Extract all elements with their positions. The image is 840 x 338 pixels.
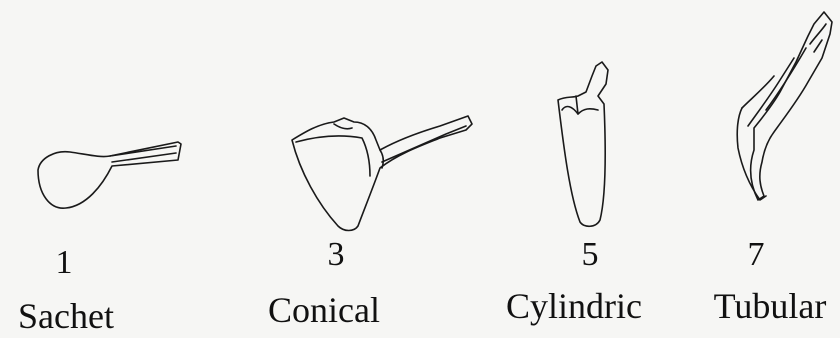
item-number-tubular: 7 (748, 238, 765, 272)
item-label-sachet: Sachet (18, 298, 114, 334)
item-number-sachet: 1 (56, 246, 73, 280)
tubular-shape-icon (737, 12, 832, 200)
item-label-conical: Conical (268, 292, 380, 328)
sachet-shape-icon (38, 142, 181, 208)
cylindric-shape-icon (558, 62, 608, 226)
conical-shape-icon (292, 116, 472, 231)
item-number-cylindric: 5 (582, 238, 599, 272)
item-number-conical: 3 (328, 238, 345, 272)
item-label-cylindric: Cylindric (506, 288, 642, 324)
item-label-tubular: Tubular (714, 288, 827, 324)
